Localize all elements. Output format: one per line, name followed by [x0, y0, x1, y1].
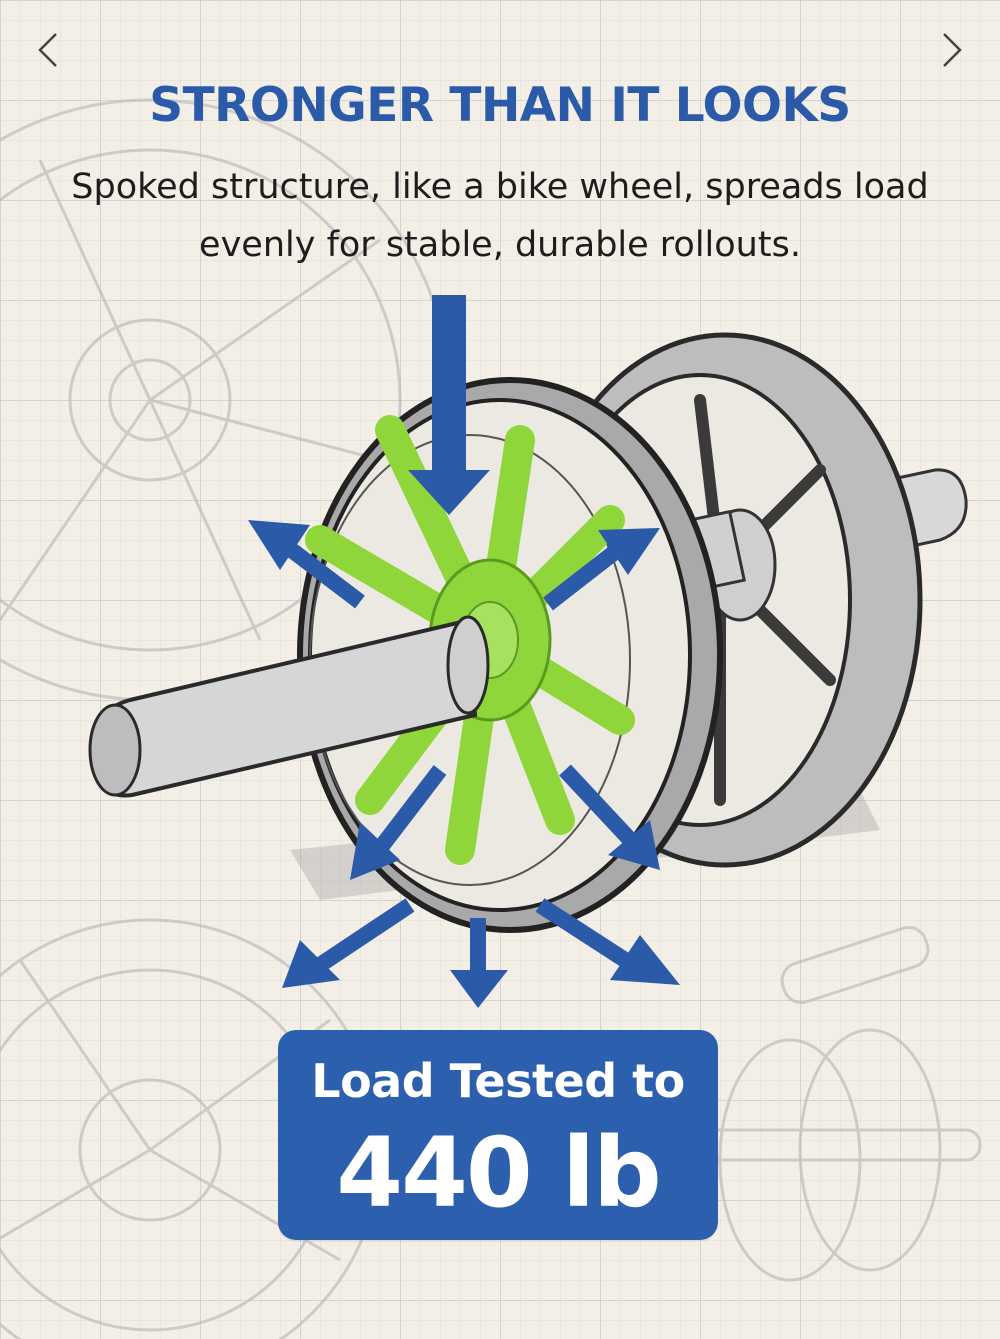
load-tested-badge: Load Tested to 440 lb: [278, 1030, 718, 1240]
badge-weight: 440 lb: [336, 1117, 661, 1229]
load-spread-arrow-icon: [280, 538, 641, 975]
load-arrows: [248, 295, 680, 1008]
subhead: Spoked structure, like a bike wheel, spr…: [71, 167, 929, 265]
next-slide-button[interactable]: [934, 28, 970, 72]
load-down-arrow-icon: [408, 295, 490, 515]
chevron-left-icon: [38, 33, 57, 67]
chevron-right-icon: [943, 33, 962, 67]
left-handle: [88, 615, 490, 798]
badge-caption: Load Tested to: [311, 1054, 685, 1108]
prev-slide-button[interactable]: [30, 28, 66, 72]
headline: STRONGER THAN IT LOOKS: [149, 78, 851, 133]
front-wheel: [297, 377, 723, 933]
